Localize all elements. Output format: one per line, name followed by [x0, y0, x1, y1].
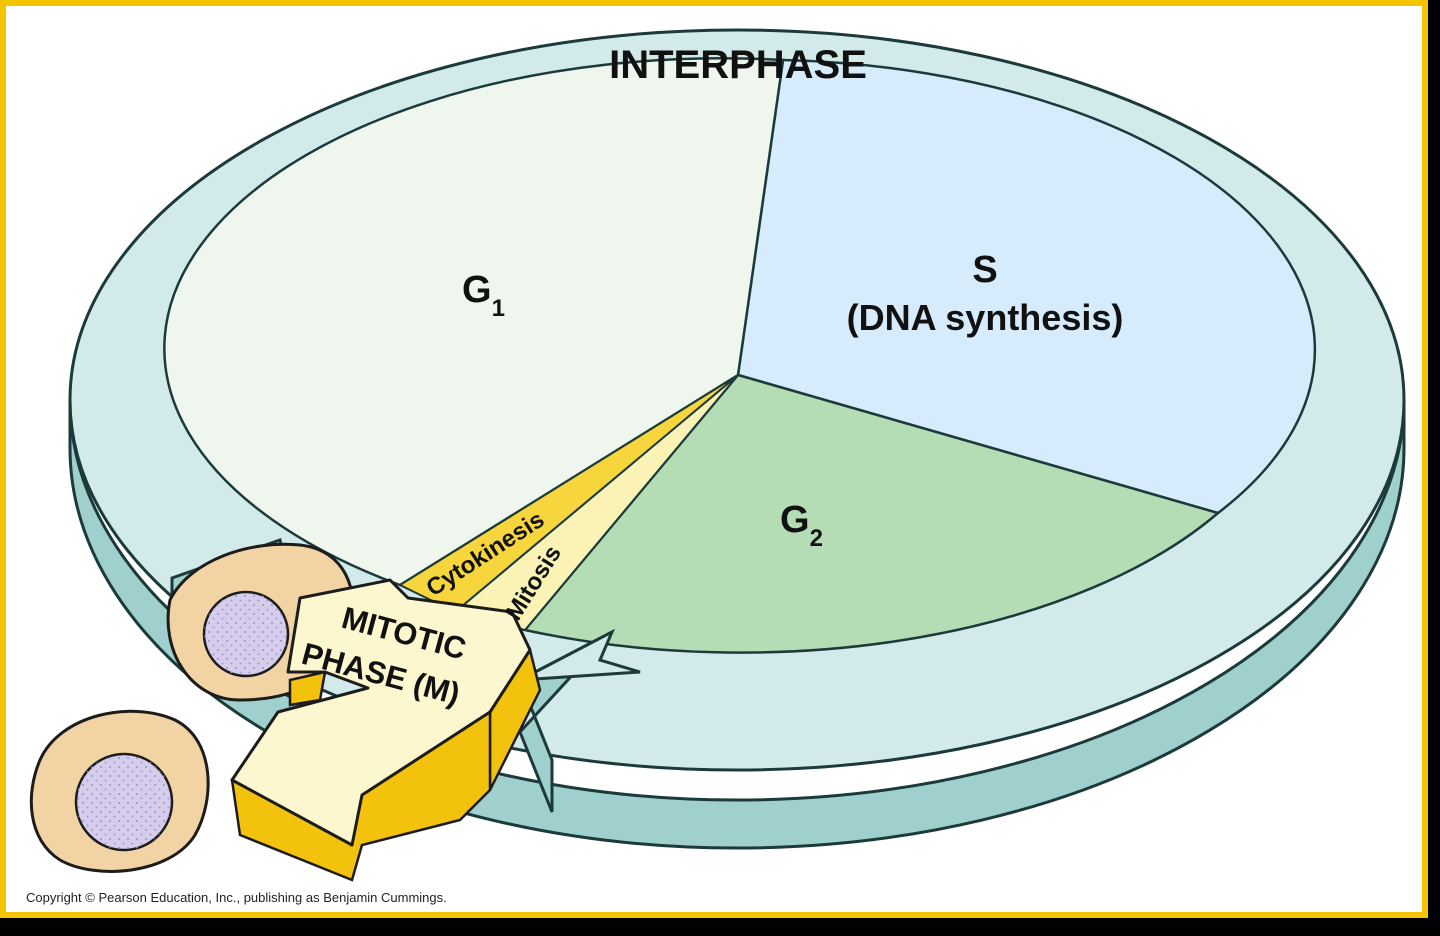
copyright-text: Copyright © Pearson Education, Inc., pub… — [26, 890, 447, 905]
cytokinesis-wedge — [397, 374, 739, 614]
g2-label: G2 — [780, 499, 823, 552]
g2-phase-segment — [522, 373, 1221, 654]
s-description-label: (DNA synthesis) — [847, 297, 1124, 338]
s-phase-segment — [736, 58, 1317, 515]
phase-disc — [163, 57, 1317, 654]
cell-lower — [29, 709, 210, 873]
s-label: S — [972, 249, 997, 291]
interphase-label: INTERPHASE — [609, 43, 867, 87]
mitotic-phase-arrow — [230, 578, 542, 882]
g1-label: G1 — [462, 269, 505, 322]
g1-phase-segment — [163, 57, 785, 587]
